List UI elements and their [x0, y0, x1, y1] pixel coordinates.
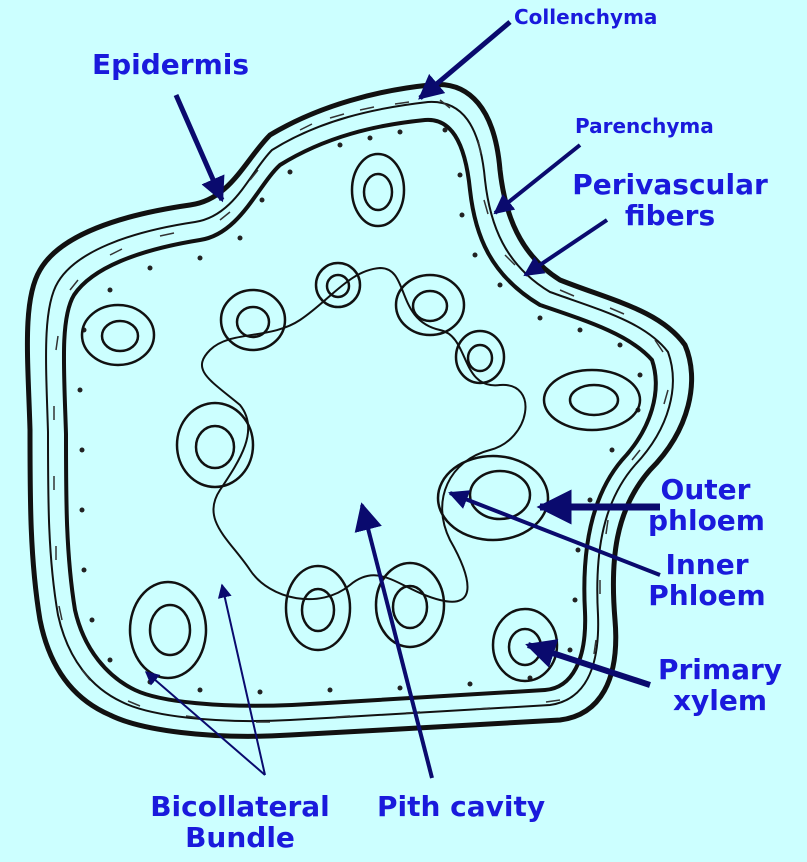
inner-phloem-line-2: Phloem	[642, 581, 772, 612]
bicollateral-arrow-2	[222, 585, 265, 775]
perivascular-line-1: Perivascular	[555, 170, 785, 201]
inner-phloem-line-1: Inner	[642, 550, 772, 581]
primary-xylem-line-2: xylem	[645, 686, 795, 717]
perivascular-fibers-label: Perivascular fibers	[555, 170, 785, 232]
pith-cavity-label: Pith cavity	[377, 792, 545, 823]
bicollateral-line-1: Bicollateral	[130, 792, 350, 823]
perivascular-line-2: fibers	[555, 201, 785, 232]
parenchyma-label: Parenchyma	[575, 115, 714, 137]
epidermis-label: Epidermis	[92, 50, 249, 81]
bicollateral-arrow-1	[146, 672, 265, 775]
bicollateral-line-2: Bundle	[130, 823, 350, 854]
pith-cavity-arrow	[362, 505, 432, 778]
vascular-bundles	[82, 154, 640, 681]
primary-xylem-line-1: Primary	[645, 655, 795, 686]
epidermis-arrow	[176, 95, 222, 200]
collenchyma-label: Collenchyma	[514, 6, 657, 28]
collenchyma-arrow	[420, 22, 510, 98]
primary-xylem-arrow	[528, 645, 650, 685]
primary-xylem-label: Primary xylem	[645, 655, 795, 717]
outer-phloem-label: Outer phloem	[648, 475, 763, 537]
outer-phloem-line-2: phloem	[648, 506, 763, 537]
inner-phloem-label: Inner Phloem	[642, 550, 772, 612]
outer-phloem-line-1: Outer	[648, 475, 763, 506]
bicollateral-bundle-label: Bicollateral Bundle	[130, 792, 350, 854]
pith-cavity-outline	[202, 268, 526, 602]
